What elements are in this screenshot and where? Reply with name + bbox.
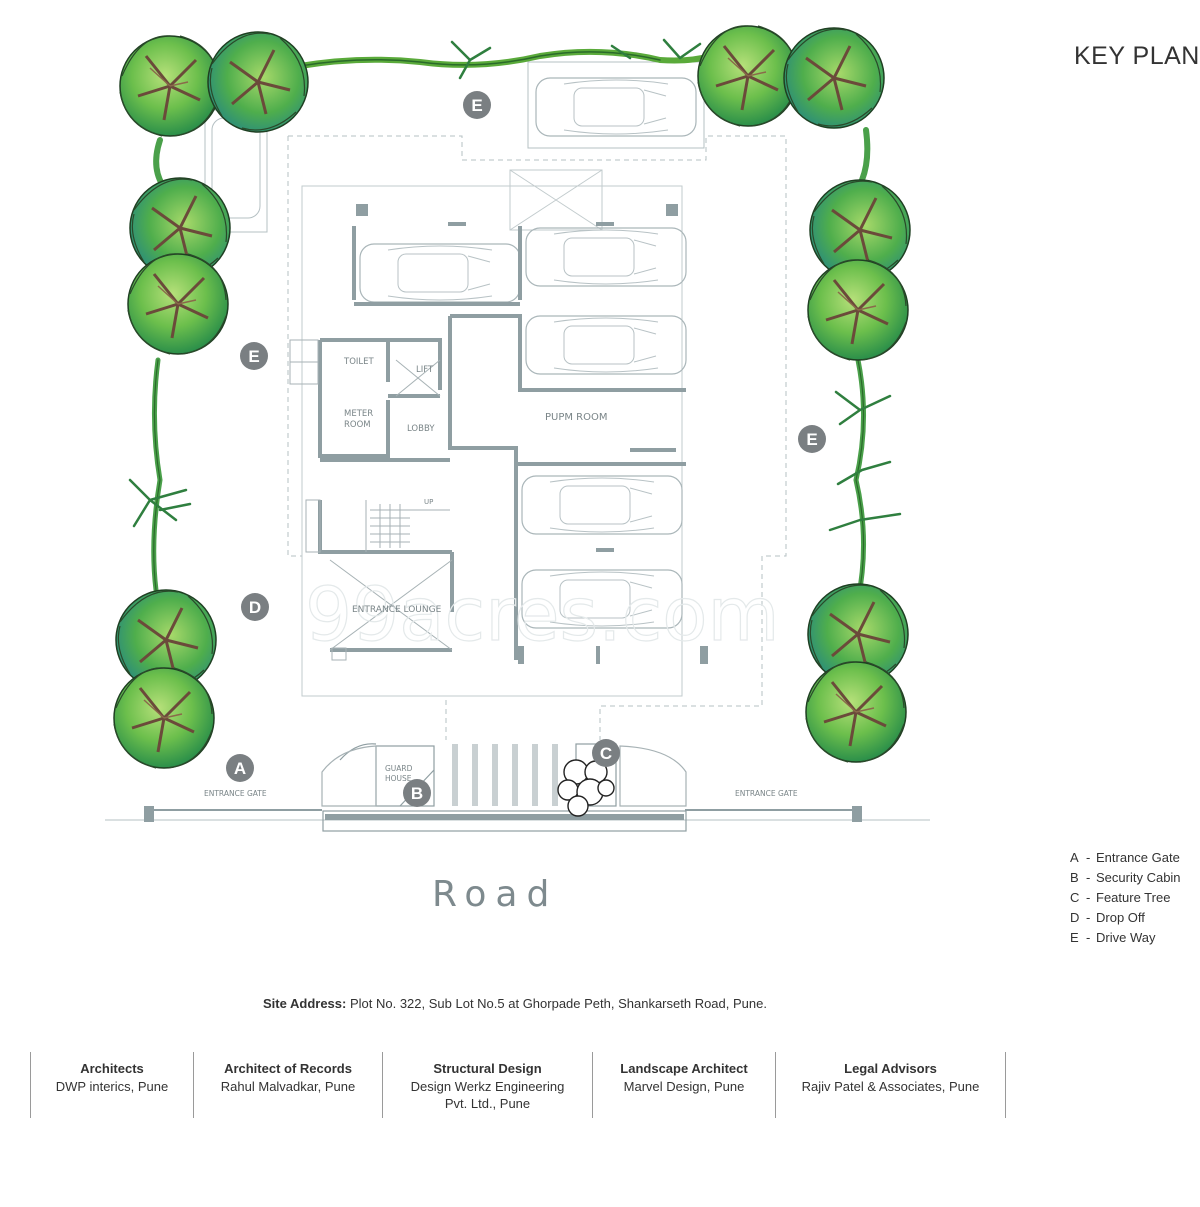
road-label: Road — [432, 874, 559, 915]
building — [301, 169, 683, 697]
legend-label: Entrance Gate — [1096, 850, 1180, 865]
legend-key: D — [1070, 910, 1080, 925]
credit-heading: Architects — [80, 1061, 144, 1076]
marker-a: A — [234, 759, 246, 778]
columns — [356, 204, 708, 664]
legend-item: B-Security Cabin — [1070, 868, 1181, 888]
credit-value: Marvel Design, Pune — [623, 1079, 745, 1094]
label-entrance-gate-right: ENTRANCE GATE — [735, 789, 798, 798]
credit-value: DWP interics, Pune — [55, 1079, 169, 1094]
credit-heading: Architect of Records — [224, 1061, 352, 1076]
site-address-label: Site Address: — [263, 996, 347, 1011]
credit-value-2: Pvt. Ltd., Pune — [444, 1096, 531, 1111]
credit-heading: Structural Design — [433, 1061, 542, 1076]
label-meter-room-2: ROOM — [344, 420, 371, 430]
key-plan-title: KEY PLAN — [1074, 42, 1200, 70]
top-parking — [527, 61, 705, 149]
marker-d: D — [249, 598, 261, 617]
credit-heading: Landscape Architect — [620, 1061, 748, 1076]
credit-value: Design Werkz Engineering — [410, 1079, 565, 1094]
label-guard-house-1: GUARD — [385, 764, 413, 773]
legend-label: Drive Way — [1096, 930, 1156, 945]
label-lobby: LOBBY — [407, 424, 435, 434]
label-up: UP — [424, 498, 433, 506]
credit-value: Rajiv Patel & Associates, Pune — [801, 1079, 980, 1094]
credit-structural-design: Structural Design Design Werkz Engineeri… — [383, 1052, 593, 1118]
legend-label: Feature Tree — [1096, 890, 1171, 905]
marker-e-top: E — [471, 96, 482, 115]
label-guard-house-2: HOUSE — [385, 774, 412, 783]
credit-architect-of-records: Architect of Records Rahul Malvadkar, Pu… — [194, 1052, 383, 1118]
credit-heading: Legal Advisors — [844, 1061, 937, 1076]
legend-item: D-Drop Off — [1070, 908, 1181, 928]
legend-item: E-Drive Way — [1070, 928, 1181, 948]
credits: Architects DWP interics, Pune Architect … — [30, 1052, 1006, 1118]
feature-tree — [557, 759, 615, 817]
legend-label: Drop Off — [1096, 910, 1145, 925]
entrance-area — [321, 743, 687, 807]
marker-e-left: E — [248, 347, 259, 366]
label-lift: LIFT — [416, 365, 434, 375]
credit-value: Rahul Malvadkar, Pune — [220, 1079, 356, 1094]
label-pump-room: PUPM ROOM — [545, 412, 608, 423]
stair — [289, 339, 453, 661]
legend-item: A-Entrance Gate — [1070, 848, 1181, 868]
legend-item: C-Feature Tree — [1070, 888, 1181, 908]
credit-landscape-architect: Landscape Architect Marvel Design, Pune — [593, 1052, 776, 1118]
site-address: Site Address: Plot No. 322, Sub Lot No.5… — [0, 996, 1030, 1011]
legend-key: A — [1070, 850, 1079, 865]
marker-c: C — [600, 744, 612, 763]
legend-key: C — [1070, 890, 1080, 905]
credit-architects: Architects DWP interics, Pune — [31, 1052, 194, 1118]
label-entrance-gate-left: ENTRANCE GATE — [204, 789, 267, 798]
site-address-value: Plot No. 322, Sub Lot No.5 at Ghorpade P… — [349, 996, 767, 1011]
marker-b: B — [411, 784, 423, 803]
legend-key: E — [1070, 930, 1079, 945]
watermark: 99acres.com — [305, 572, 780, 658]
credit-legal-advisors: Legal Advisors Rajiv Patel & Associates,… — [776, 1052, 1006, 1118]
marker-e-right: E — [806, 430, 817, 449]
label-toilet: TOILET — [343, 357, 374, 367]
site-plan: 99acres.com TOILET LIFT METER ROOM LOBBY… — [105, 24, 930, 832]
label-meter-room-1: METER — [344, 409, 373, 419]
legend-label: Security Cabin — [1096, 870, 1181, 885]
legend: A-Entrance Gate B-Security Cabin C-Featu… — [1070, 848, 1181, 948]
legend-key: B — [1070, 870, 1079, 885]
hedge-vines — [128, 38, 902, 603]
setback-lines — [287, 135, 787, 740]
label-entrance-lounge: ENTRANCE LOUNGE — [352, 605, 442, 615]
core-walls — [318, 226, 686, 660]
markers: E E E D A B C — [226, 91, 826, 807]
site-boundary — [105, 806, 930, 832]
